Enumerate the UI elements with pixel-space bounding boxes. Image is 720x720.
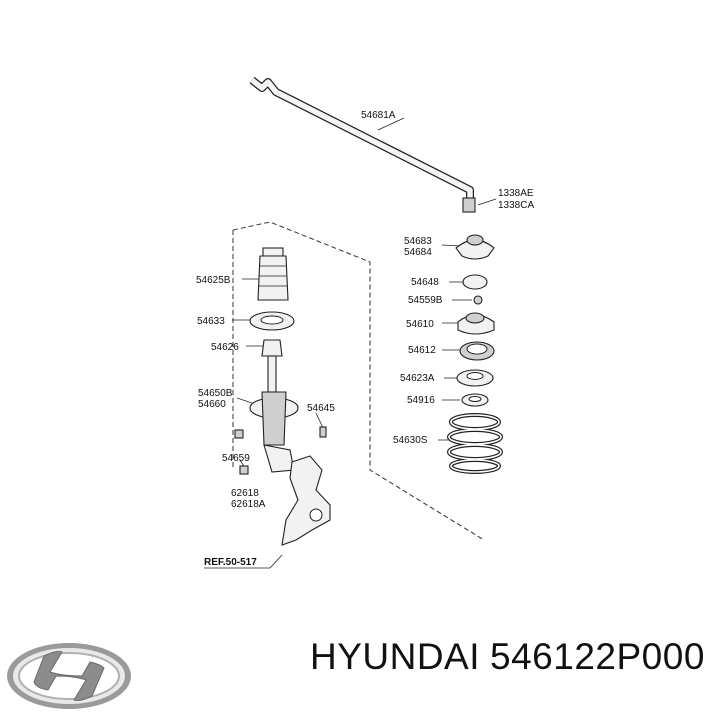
bumper-cap — [462, 274, 488, 290]
hyundai-logo — [7, 643, 131, 709]
label-54650b: 54650B — [198, 388, 233, 399]
steering-knuckle — [281, 455, 331, 546]
bump-stopper — [261, 339, 283, 357]
label-54626: 54626 — [211, 342, 239, 353]
label-54648: 54648 — [411, 277, 439, 288]
label-54630s: 54630S — [393, 435, 428, 446]
strut-mount — [457, 312, 495, 335]
label-54660: 54660 — [198, 399, 226, 410]
label-54623a: 54623A — [400, 373, 435, 384]
stabilizer-bar — [249, 76, 476, 213]
spring-seat — [456, 369, 494, 387]
spring-seat-upper — [249, 311, 295, 331]
spring-pad — [461, 393, 489, 407]
label-54633: 54633 — [197, 316, 225, 327]
label-54645: 54645 — [307, 403, 335, 414]
label-54612: 54612 — [408, 345, 436, 356]
coil-spring-inner — [448, 414, 502, 473]
bearing-54612 — [459, 341, 495, 361]
brand-name: HYUNDAI — [310, 636, 481, 677]
label-54659: 54659 — [222, 453, 250, 464]
label-1338ae: 1338AE — [498, 188, 534, 199]
label-54610: 54610 — [406, 319, 434, 330]
label-62618a: 62618A — [231, 499, 266, 510]
nut-54659 — [234, 429, 244, 439]
mount-insulator — [455, 234, 495, 260]
label-54683: 54683 — [404, 236, 432, 247]
label-54916: 54916 — [407, 395, 435, 406]
part-number: 546122P000 — [490, 636, 705, 677]
label-ref: REF.50-517 — [204, 557, 257, 568]
label-54559b: 54559B — [408, 295, 443, 306]
strut-group-outline — [232, 221, 485, 541]
label-62618: 62618 — [231, 488, 259, 499]
dust-boot — [257, 247, 289, 301]
bolt-54645 — [319, 426, 327, 438]
label-1338ca: 1338CA — [498, 200, 534, 211]
label-54625b: 54625B — [196, 275, 231, 286]
label-54681a: 54681A — [361, 110, 396, 121]
label-54684: 54684 — [404, 247, 432, 258]
strut-assembly — [249, 355, 299, 473]
nut-54559b — [473, 295, 483, 305]
nut-62618 — [239, 465, 249, 475]
